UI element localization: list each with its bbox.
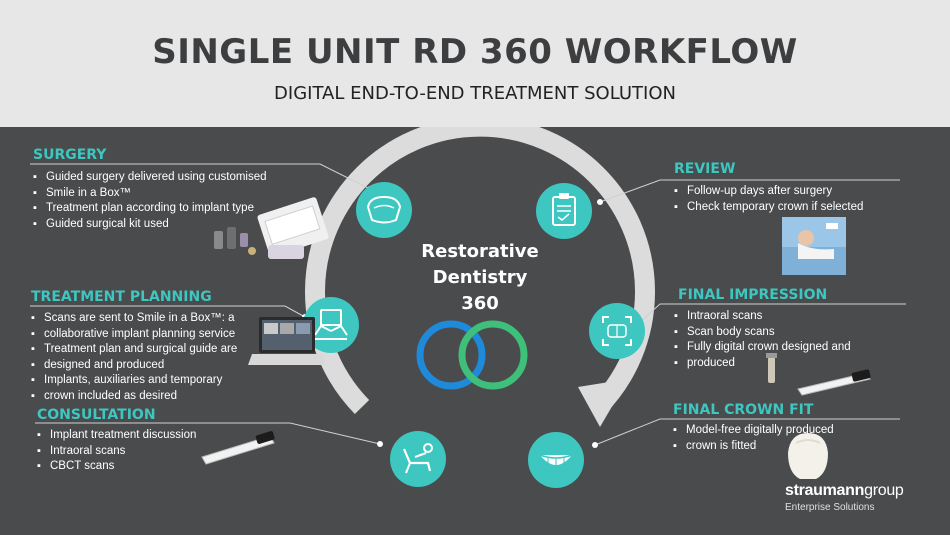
section-title-review: REVIEW xyxy=(674,161,736,177)
list-item: Scan body scans xyxy=(674,325,874,341)
treatment-planning-list: Scans are sent to Smile in a Box™: a col… xyxy=(31,311,271,404)
center-label-line2: Dentistry xyxy=(432,267,528,288)
page-title: SINGLE UNIT RD 360 WORKFLOW xyxy=(152,32,798,72)
list-item: Smile in a Box™ xyxy=(33,186,278,202)
list-item: crown included as desired xyxy=(31,389,271,405)
list-item: Implant treatment discussion xyxy=(37,428,257,444)
final-crown-fit-list: Model-free digitally produced crown is f… xyxy=(673,423,873,454)
brand-name-light: group xyxy=(864,482,904,499)
connector-final-impression xyxy=(637,303,906,325)
list-item: collaborative implant planning service xyxy=(31,327,271,343)
list-item: CBCT scans xyxy=(37,459,257,475)
list-item: Intraoral scans xyxy=(37,444,257,460)
workflow-panel: SURGERY Guided surgery delivered using c… xyxy=(0,127,950,535)
list-item: Model-free digitally produced xyxy=(673,423,873,439)
list-item: Implants, auxiliaries and temporary xyxy=(31,373,271,389)
arc-arrowhead xyxy=(578,379,628,427)
blue-ring xyxy=(416,320,486,390)
list-item: Intraoral scans xyxy=(674,309,874,325)
section-title-treatment-planning: TREATMENT PLANNING xyxy=(31,289,212,305)
center-label: Restorative Dentistry 360 xyxy=(400,239,560,317)
clipboard-icon xyxy=(536,183,592,239)
patient-photo-image xyxy=(782,217,846,275)
list-item: Guided surgery delivered using customise… xyxy=(33,170,278,186)
list-item: Scans are sent to Smile in a Box™: a xyxy=(31,311,271,327)
section-title-final-impression: FINAL IMPRESSION xyxy=(678,287,828,303)
connector-review xyxy=(599,179,900,203)
workflow-diagram xyxy=(30,127,906,488)
brand-logo: straumanngroup Enterprise Solutions xyxy=(785,482,904,513)
connector-surgery xyxy=(30,163,371,190)
list-item: Treatment plan according to implant type xyxy=(33,201,278,217)
page-subtitle: DIGITAL END-TO-END TREATMENT SOLUTION xyxy=(274,83,676,104)
list-item: Fully digital crown designed and xyxy=(674,340,874,356)
section-title-surgery: SURGERY xyxy=(33,147,107,163)
smile-icon xyxy=(528,432,584,488)
surgery-list: Guided surgery delivered using customise… xyxy=(33,170,278,232)
section-title-final-crown-fit: FINAL CROWN FIT xyxy=(673,402,814,418)
brand-name: straumanngroup xyxy=(785,482,904,500)
center-label-line1: Restorative xyxy=(421,241,539,262)
consultation-list: Implant treatment discussion Intraoral s… xyxy=(37,428,257,475)
list-item: Follow-up days after surgery xyxy=(674,184,904,200)
brand-name-bold: straumann xyxy=(785,482,865,499)
green-ring xyxy=(458,320,528,390)
connector-treatment-planning xyxy=(30,305,306,318)
workflow-arc xyxy=(305,127,655,414)
section-title-consultation: CONSULTATION xyxy=(37,407,156,423)
list-item: Treatment plan and surgical guide are xyxy=(31,342,271,358)
list-item: produced xyxy=(674,356,874,372)
aligner-icon xyxy=(356,182,412,238)
center-label-line3: 360 xyxy=(461,293,499,314)
list-item: crown is fitted xyxy=(673,439,873,455)
connector-final-crown-fit xyxy=(594,418,900,446)
collaboration-icon xyxy=(303,297,359,353)
connector-consultation xyxy=(35,422,381,445)
dental-chair-icon xyxy=(390,431,446,487)
intraoral-scanner-image xyxy=(797,369,871,396)
brand-tagline: Enterprise Solutions xyxy=(785,502,875,513)
list-item: designed and produced xyxy=(31,358,271,374)
scan-frame-icon xyxy=(589,303,645,359)
review-list: Follow-up days after surgery Check tempo… xyxy=(674,184,904,215)
header-banner: SINGLE UNIT RD 360 WORKFLOW DIGITAL END-… xyxy=(0,0,950,127)
final-impression-list: Intraoral scans Scan body scans Fully di… xyxy=(674,309,874,371)
list-item: Guided surgical kit used xyxy=(33,217,278,233)
list-item: Check temporary crown if selected xyxy=(674,200,904,216)
